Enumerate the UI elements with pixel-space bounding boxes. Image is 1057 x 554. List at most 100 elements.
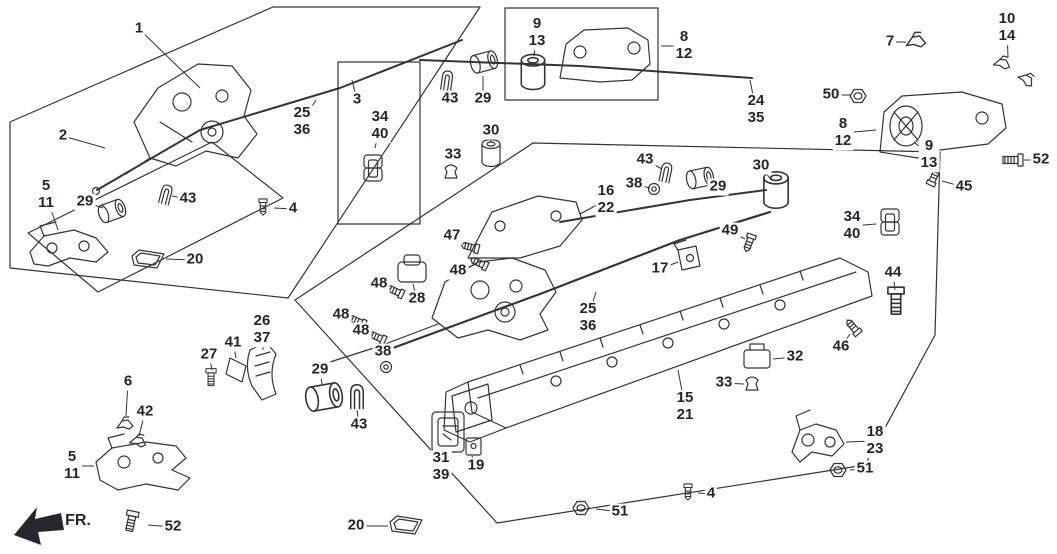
hinge-bracket-art [559,27,651,83]
leader-line [446,89,451,100]
part-47-screw-art [459,239,481,255]
lower-rod-art [380,210,772,354]
leader-line [595,508,621,513]
leader-line [913,141,930,156]
leader-line [633,183,651,189]
part-48-screw-art [346,312,368,330]
part-32-clip-art [743,343,771,369]
part-43-clip-art [440,69,454,92]
leader-line [749,79,757,111]
leader-line [644,159,663,170]
leader-line [138,28,201,89]
part-48-screw-art [384,282,406,300]
leader-line [138,411,146,437]
leader-line [261,329,264,351]
leader-line [84,201,104,209]
leader-line [659,261,679,270]
leader-line [471,455,477,467]
leader-line [340,314,354,320]
leader-line [374,125,381,149]
part-38-washer-art [647,182,661,196]
leader-line [723,382,745,385]
stay-bracket-art [673,239,701,271]
leader-line [356,409,360,426]
middle-rod-art [559,189,767,223]
part-29-bushing-art [95,197,129,225]
fr-direction-label: FR. [65,512,91,529]
rail-beam-art [443,257,873,443]
leader-line [851,223,877,227]
right-hinge-assembly-art [879,91,1007,159]
part-4-screw-art [683,483,693,501]
corner-bracket-art [467,195,583,259]
leader-line [697,492,712,495]
part-42-clip-art [128,431,149,449]
part-29-bushing-art [303,381,345,413]
upper-striker-art [29,221,109,267]
part-10-14-clip-art [992,53,1013,71]
leader-line [845,440,876,443]
leader-line [533,32,538,57]
middle-latch-assembly-art [329,257,557,363]
part-49-screw-art [741,232,757,254]
lower-latch-art [95,433,191,491]
leader-line [840,333,851,348]
part-44-bolt-art [887,286,905,315]
leader-line [382,351,387,363]
rod-clip-art [397,254,427,283]
leader-line [842,129,877,134]
leader-line [301,99,317,123]
part-33-grommet-art [745,376,759,391]
leader-line [849,468,866,471]
leader-line [772,356,796,360]
leader-line [45,194,59,231]
lock-knob-art [246,341,277,401]
cap-19-art [465,437,482,456]
part-43-clip-art [157,183,174,206]
leader-line [729,230,746,240]
part-29-bushing-art [684,165,716,191]
leader-line [319,369,323,385]
part-6-clip-art [116,416,134,430]
leader-line [941,180,965,188]
leader-line [208,354,213,371]
part-43-clip-art [350,384,364,410]
part-43-clip-art [658,161,674,184]
part-52-bolt-art [122,509,140,533]
part-48-screw-art [366,328,388,346]
leader-line [147,524,174,528]
leader-line [171,195,189,200]
part-50-nut-art [849,88,867,104]
part-7-clip-art [905,31,927,48]
leader-line [457,264,475,272]
leader-line [412,283,418,300]
leader-line [165,258,196,261]
leader-line [450,154,454,165]
part-20-pad-art [389,515,423,535]
part-4-screw-art [258,198,268,216]
leader-line [125,381,129,417]
leader-line [62,135,106,149]
end-bracket-art [791,409,845,463]
part-34-40-clip-art [880,208,900,236]
leader-line [1006,27,1009,59]
part-30-bushing-art [481,138,501,168]
rear-rod-art [419,59,753,79]
part-51-nut-art [572,500,590,516]
part-33-grommet-art [444,164,458,179]
leader-line [273,207,294,210]
leader-line [587,291,597,319]
fr-arrow-icon [14,507,64,545]
part-46-screw-art [843,316,863,338]
part-41-lever-art [225,357,247,383]
leader-line [579,199,607,215]
upper-control-rod-art [91,39,463,196]
leader-line [451,235,465,245]
part-52-bolt-art [1002,153,1024,167]
leader-line [677,369,686,408]
part-10-14-clip-art [1016,68,1038,89]
leader-line [360,330,374,336]
leader-lines [45,27,1041,528]
